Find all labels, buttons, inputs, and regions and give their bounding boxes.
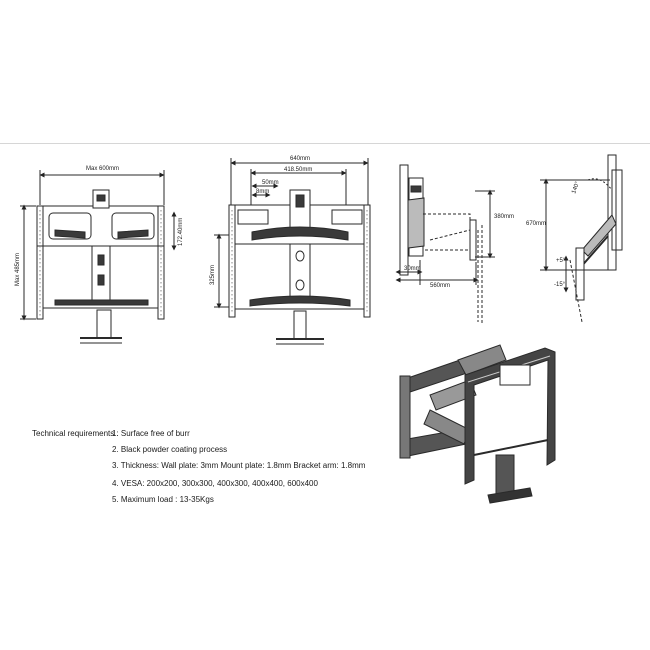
- top-d1-label: 50mm: [262, 180, 279, 186]
- top-view: [214, 158, 371, 345]
- top-d2-label: 8mm: [256, 189, 269, 195]
- requirement-3: 3. Thickness: Wall plate: 3mm Mount plat…: [112, 461, 366, 470]
- front-height-label: Max 485mm: [15, 253, 21, 286]
- requirement-5: 5. Maximum load : 13-35Kgs: [112, 495, 214, 504]
- top-inner-width-label: 418.50mm: [284, 167, 312, 173]
- top-width-label: 640mm: [290, 156, 310, 162]
- requirements-heading: Technical requirements :: [32, 429, 119, 438]
- front-view: [20, 170, 177, 344]
- requirement-1: 1. Surface free of burr: [112, 429, 190, 438]
- separator-line: [0, 143, 650, 144]
- requirement-4: 4. VESA: 200x200, 300x300, 400x300, 400x…: [112, 479, 318, 488]
- side-min-depth-label: 30mm: [404, 266, 421, 272]
- perspective-view: [399, 344, 556, 504]
- tilt-swivel-label: 140°: [571, 180, 581, 194]
- front-inner-height-label: 172.40mm: [178, 218, 184, 246]
- requirement-2: 2. Black powder coating process: [112, 445, 228, 454]
- side-view: [395, 164, 495, 325]
- top-height-label: 325mm: [210, 265, 216, 285]
- side-max-depth-label: 560mm: [430, 283, 450, 289]
- front-width-label: Max 600mm: [86, 166, 119, 172]
- tilt-view: [540, 154, 623, 323]
- tilt-height-label: 670mm: [526, 221, 546, 227]
- tilt-down-label: -15°: [554, 282, 566, 288]
- side-height-label: 380mm: [494, 214, 514, 220]
- tilt-up-label: +5°: [556, 258, 566, 264]
